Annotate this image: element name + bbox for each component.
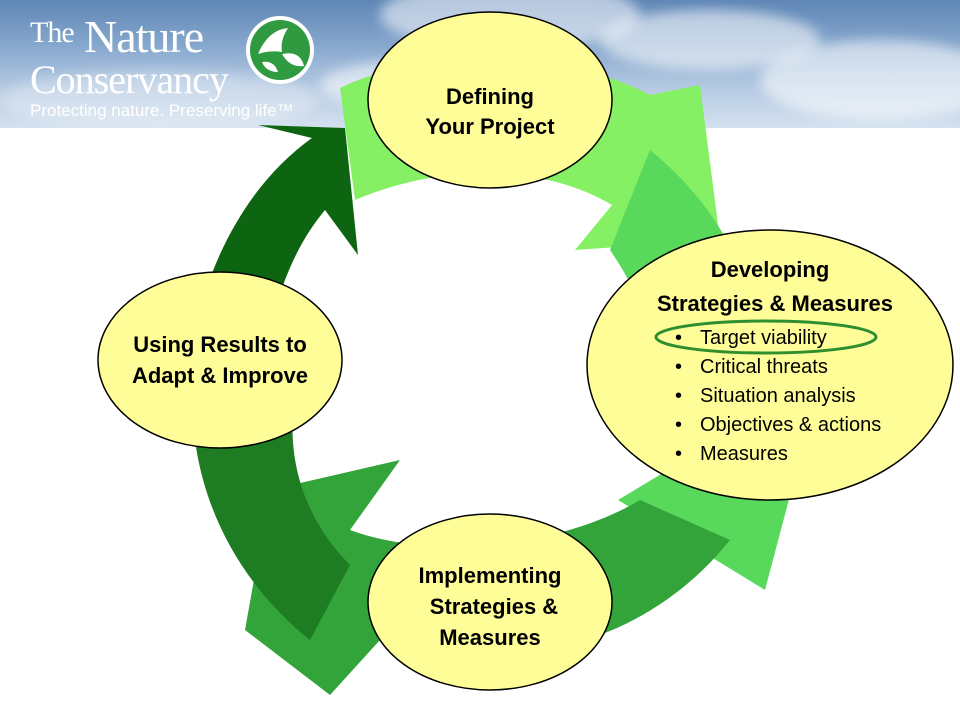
node-implementing-line3: Measures	[439, 625, 541, 650]
tagline: Protecting nature. Preserving life™	[30, 101, 294, 120]
logo-the-text: The	[30, 16, 75, 49]
node-developing-strategies: Developing Strategies & Measures • Targe…	[586, 229, 954, 501]
bullet-icon: •	[675, 356, 682, 378]
node-using-results: Using Results to Adapt & Improve	[97, 271, 343, 449]
highlight-ring-target-viability	[654, 319, 878, 355]
bullet-situation-analysis: Situation analysis	[700, 385, 856, 407]
bullet-measures: Measures	[700, 443, 788, 465]
bullet-target-viability: Target viability	[700, 327, 827, 349]
node-developing-line2: Strategies & Measures	[657, 291, 893, 316]
bullet-objectives-actions: Objectives & actions	[700, 414, 881, 436]
node-implementing-line1: Implementing	[418, 563, 561, 588]
bullet-icon: •	[675, 414, 682, 436]
node-defining-your-project: Defining Your Project	[367, 11, 613, 189]
node-implementing-line2: Strategies &	[430, 594, 558, 619]
bullet-icon: •	[675, 385, 682, 407]
bullet-icon: •	[675, 443, 682, 465]
node-defining-line1: Defining	[446, 84, 534, 109]
leaf-logo-icon	[246, 16, 314, 84]
logo-nature-text: Nature	[84, 11, 204, 62]
bullet-icon: •	[675, 327, 682, 349]
node-using-line1: Using Results to	[133, 332, 307, 357]
bullet-critical-threats: Critical threats	[700, 356, 828, 378]
node-defining-line2: Your Project	[425, 114, 555, 139]
logo-conservancy-text: Conservancy	[30, 57, 229, 102]
node-developing-line1: Developing	[711, 257, 830, 282]
node-using-line2: Adapt & Improve	[132, 363, 308, 388]
node-implementing-strategies: Implementing Strategies & Measures	[367, 513, 613, 691]
